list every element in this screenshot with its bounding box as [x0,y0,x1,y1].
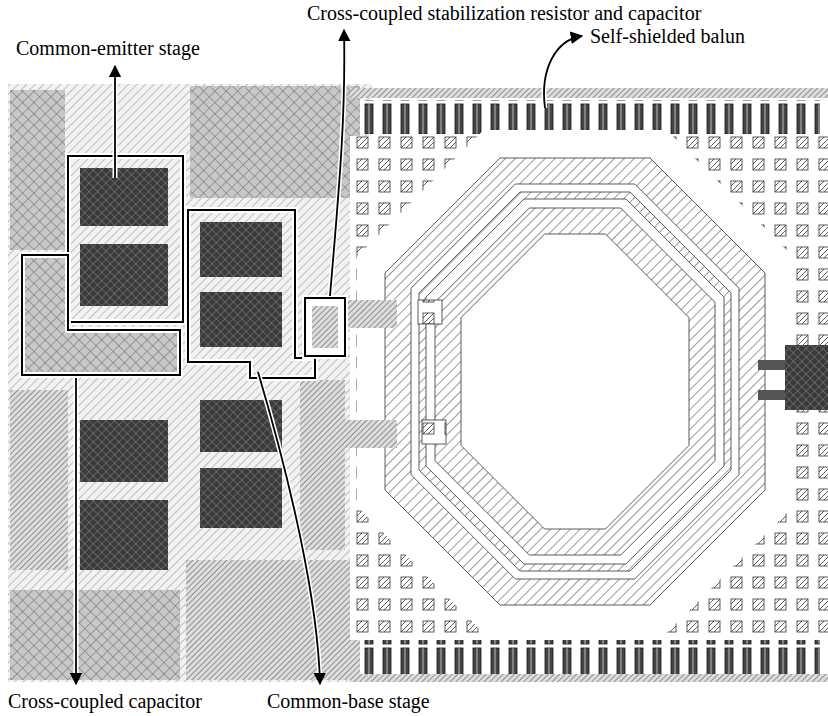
rect-shape [360,640,820,674]
path-shape [435,208,715,555]
rect-shape [305,298,345,356]
rect-shape [300,380,345,550]
rect-shape [186,560,366,680]
rect-shape [758,360,788,370]
rect-shape [80,500,168,570]
rect-shape [80,420,168,482]
rect-shape [305,298,345,356]
g-shape [357,130,793,633]
path-shape [385,158,765,605]
rect-shape [422,420,446,444]
g-shape [22,156,345,378]
rect-shape [345,420,397,448]
rect-shape [350,88,828,98]
path-shape [419,192,731,571]
leader-arrow [114,66,116,178]
rect-shape [200,292,282,347]
rect-shape [418,300,442,324]
path-shape [188,210,315,378]
rect-shape [10,590,180,680]
leader-halo [74,378,79,684]
callout-label: Common-base stage [265,690,432,712]
rect-shape [200,222,282,277]
path-shape [22,255,180,375]
rect-shape [10,390,68,570]
rect-shape [190,86,360,198]
leader-halo [113,66,118,178]
leader-halo [258,372,320,684]
rect-shape [10,90,65,250]
callout-label: Common-emitter stage [14,37,202,59]
leader-halo [330,30,344,296]
rect-shape [350,674,828,682]
callout-label: Cross-coupled capacitor [6,690,204,712]
path-shape [188,210,315,378]
leader-arrow [75,378,77,684]
rect-shape [758,390,788,400]
leader-halo [544,36,582,108]
callout-label: Cross-coupled stabilization resistor and… [305,2,703,24]
callout-label: Self-shielded balun [588,25,747,47]
rect-shape [345,300,397,328]
rect-shape [8,84,372,682]
rect-shape [360,100,820,134]
leader-arrow [544,36,582,108]
rect-shape [785,345,828,410]
rect-shape [312,306,338,348]
path-shape [68,156,183,322]
leader-arrow [258,372,320,684]
path-shape [357,130,793,633]
leader-arrow [330,30,344,296]
rect-shape [80,168,168,226]
path-shape [22,255,180,375]
path-shape [68,156,183,322]
rect-shape [80,244,168,306]
rect-shape [305,298,345,356]
rect-shape [200,468,282,528]
